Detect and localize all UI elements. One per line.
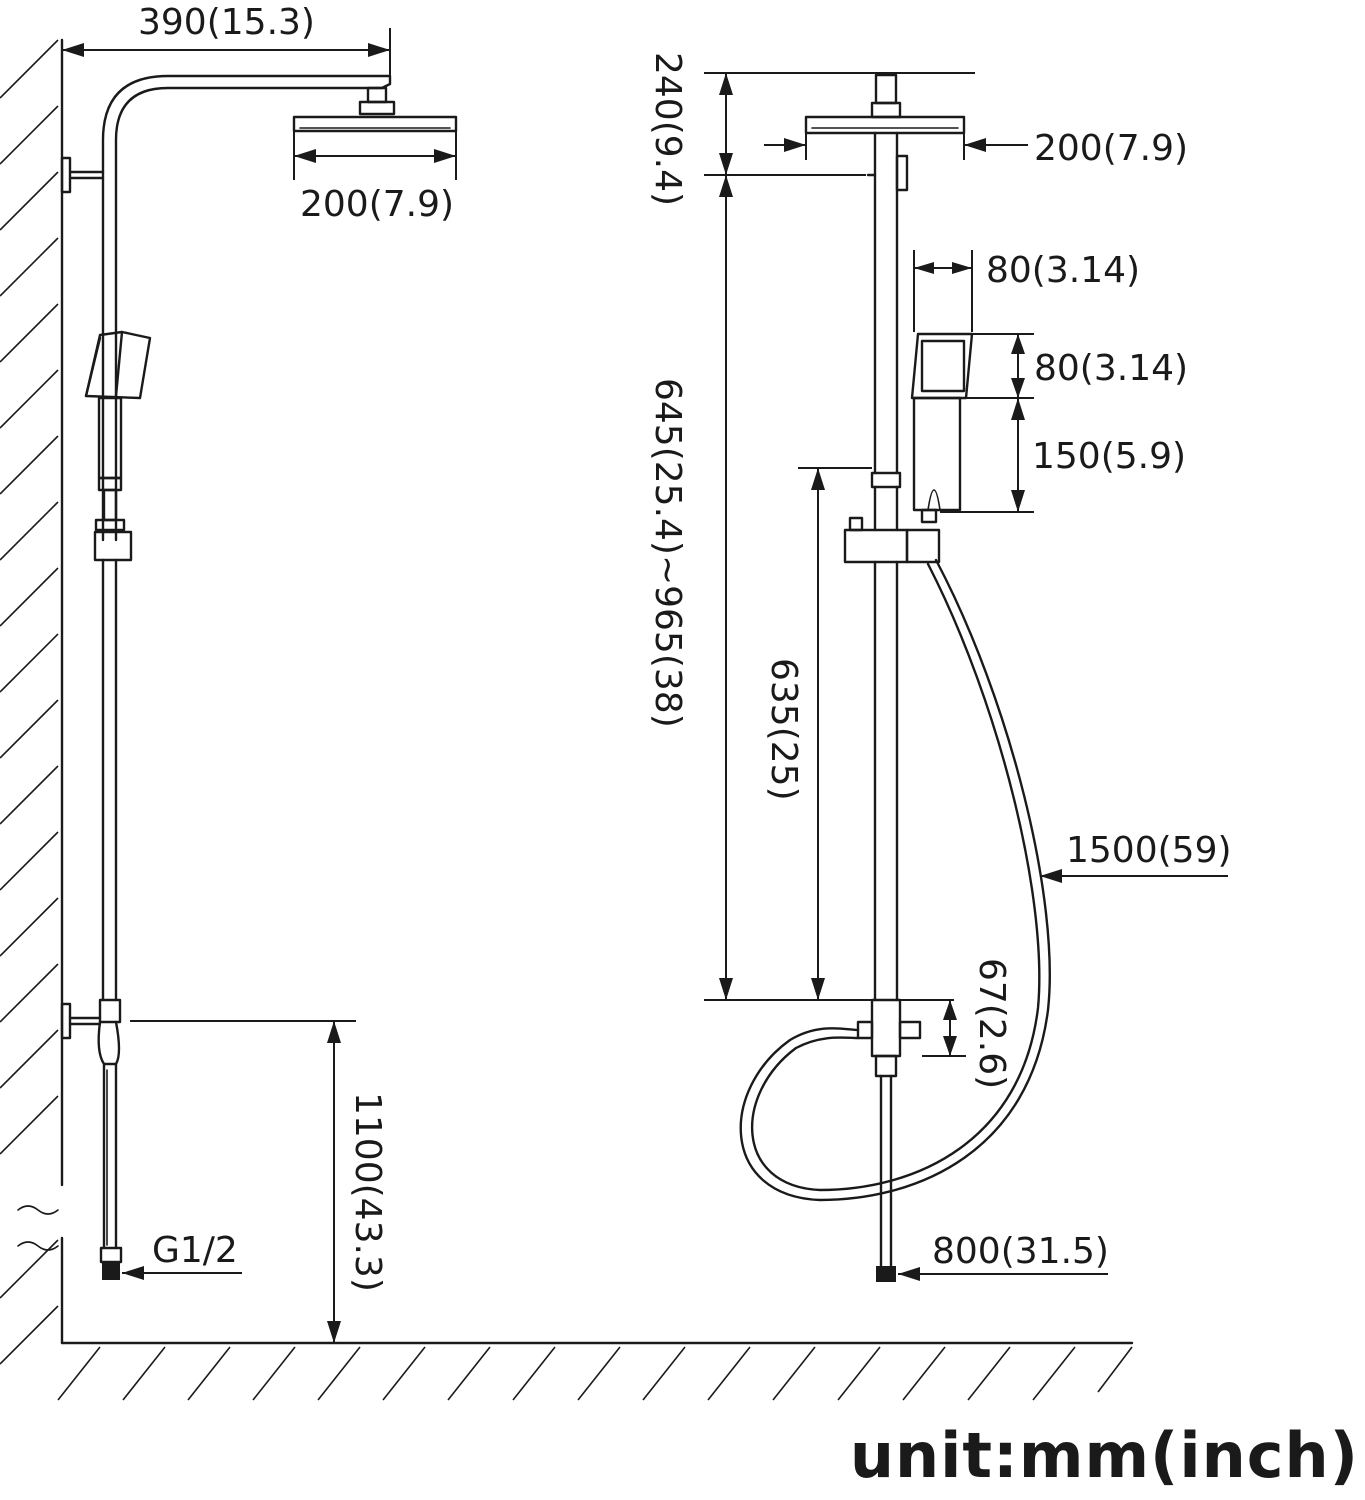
handheld-height-label: 80(3.14): [1034, 348, 1188, 389]
right-shower-column: [739, 73, 1051, 1282]
hose-length-label: 1500(59): [1066, 830, 1232, 871]
left-dimension-lines: [62, 28, 457, 1344]
right-dimension-lines: [704, 72, 1228, 1281]
slider-travel-label: 635(25): [763, 658, 804, 801]
handheld-grid: [920, 339, 966, 393]
handheld-width-label: 80(3.14): [986, 250, 1140, 291]
wall: [0, 38, 64, 1365]
adjustable-height-label: 645(25.4)~965(38): [647, 378, 688, 728]
lower-pipe-length-label: 800(31.5): [932, 1231, 1109, 1272]
right-head-width-label: 200(7.9): [1034, 128, 1188, 169]
left-head-width-label: 200(7.9): [300, 184, 454, 225]
valve-height-label: 67(2.6): [971, 958, 1012, 1089]
unit-label: unit:mm(inch): [849, 1419, 1359, 1492]
arm-length-label: 390(15.3): [138, 2, 315, 43]
inlet-thread-label: G1/2: [152, 1230, 238, 1271]
left-shower-column: [60, 74, 458, 1280]
handle-length-label: 150(5.9): [1032, 436, 1186, 477]
floor: [57, 1341, 1134, 1401]
head-drop-label: 240(9.4): [647, 52, 688, 206]
inlet-height-label: 1100(43.3): [347, 1092, 388, 1292]
